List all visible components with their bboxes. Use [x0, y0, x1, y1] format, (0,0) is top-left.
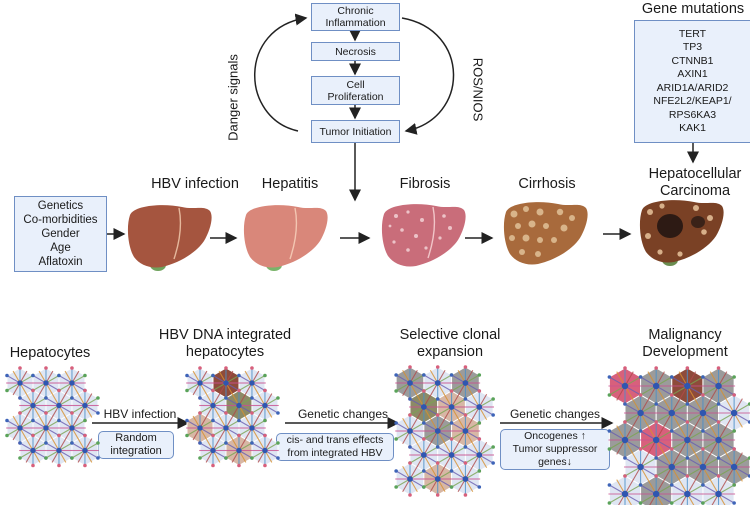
risk-factor-item: Genetics — [37, 200, 84, 212]
stage-label-fibrosis: Fibrosis — [399, 176, 451, 192]
stage-label-hcc: Hepatocellular Carcinoma — [648, 166, 742, 199]
oncogenes-label: Oncogenes ↑ Tumor suppressor genes↓ — [512, 430, 598, 468]
risk-factors-box: Genetics Co-morbidities Gender Age Aflat… — [14, 196, 107, 272]
gene-item: KAK1 — [679, 122, 706, 134]
risk-factor-item: Gender — [41, 228, 80, 240]
random-integration-label: Random integration — [110, 432, 162, 457]
risk-factor-item: Co-morbidities — [23, 214, 98, 226]
gene-item: AXIN1 — [677, 68, 708, 80]
hepatocyte-lobule — [250, 388, 280, 423]
tumor-mass — [657, 214, 683, 238]
gene-mutations-box: TERT TP3 CTNNB1 AXIN1 ARID1A/ARID2 NFE2L… — [634, 20, 750, 143]
liver-hbv — [127, 205, 212, 271]
arrow3-label: Genetic changes — [509, 407, 601, 421]
oncogenes-box: Oncogenes ↑ Tumor suppressor genes↓ — [500, 429, 610, 470]
hepatocyte-lobule — [685, 447, 721, 487]
chronic-inflammation-label: Chronic Inflammation — [325, 5, 386, 29]
hepatocyte-lobule — [685, 393, 721, 433]
liver-hepatitis — [243, 205, 328, 271]
tumor-initiation-label: Tumor Initiation — [319, 125, 392, 138]
hepatocyte-lobule — [394, 365, 426, 401]
cis-trans-box: cis- and trans effects from integrated H… — [276, 433, 394, 461]
tumor-initiation-box: Tumor Initiation — [311, 120, 400, 143]
danger-signals-curve — [254, 13, 308, 132]
cis-trans-label: cis- and trans effects from integrated H… — [286, 434, 384, 459]
hepatocyte-lobule — [18, 433, 48, 468]
arrow1-label: HBV infection — [103, 407, 177, 421]
chronic-inflammation-box: Chronic Inflammation — [311, 3, 400, 31]
hepatocyte-lobule — [70, 433, 100, 468]
necrosis-label: Necrosis — [335, 45, 376, 58]
risk-factor-item: Age — [50, 242, 71, 254]
hepatocyte-lobule — [31, 411, 61, 445]
hepatocyte-lobule — [463, 437, 495, 473]
hepatocyte-lobule — [638, 474, 674, 505]
hepatocyte-lobule — [701, 474, 736, 505]
hbv-dna-integrated-label: HBV DNA integrated hepatocytes — [158, 327, 292, 360]
hepatocyte-lobule — [237, 411, 267, 445]
hepatocyte-lobule — [408, 389, 440, 425]
hepatocyte-lobule — [449, 413, 482, 449]
hepatocyte-lobule — [44, 433, 74, 468]
hepatocyte-lobule — [250, 433, 280, 468]
gene-item: TP3 — [682, 41, 703, 53]
liver-hcc — [639, 200, 724, 266]
arrow2-label: Genetic changes — [297, 407, 389, 421]
risk-factor-item: Aflatoxin — [38, 256, 83, 268]
cell-proliferation-box: Cell Proliferation — [311, 76, 400, 105]
hepatocyte-lobule — [716, 447, 750, 487]
liver-fibrosis — [381, 204, 466, 267]
gene-item: RPS6KA3 — [668, 108, 717, 121]
stage-label-hepatitis: Hepatitis — [261, 176, 319, 192]
gene-mutations-title: Gene mutations — [641, 1, 745, 17]
hepatocyte-lobule — [607, 474, 643, 505]
hepatocytes-label: Hepatocytes — [9, 345, 91, 361]
hepatocyte-lobule — [70, 388, 100, 423]
hepatocyte-lobule — [607, 366, 643, 406]
hepatocyte-lobule — [449, 461, 482, 497]
hepatocyte-lobule — [623, 393, 658, 433]
ros-curve — [401, 17, 455, 135]
necrosis-box: Necrosis — [311, 42, 400, 61]
gene-item: TERT — [678, 27, 707, 40]
selective-clonal-label: Selective clonal expansion — [399, 327, 501, 360]
stage-label-hbv: HBV infection — [151, 176, 239, 192]
stage-label-cirrhosis: Cirrhosis — [518, 176, 576, 192]
hepatocyte-lobule — [607, 420, 643, 460]
gene-item: ARID1A/ARID2 — [656, 81, 729, 94]
gene-item: CTNNB1 — [671, 54, 714, 67]
random-integration-box: Random integration — [98, 431, 174, 459]
hepatocyte-lobule — [237, 366, 267, 400]
gene-item: NFE2L2/KEAP1/ — [653, 95, 732, 107]
malignancy-label: Malignancy Development — [642, 327, 728, 360]
cell-proliferation-label: Cell Proliferation — [327, 78, 384, 103]
liver-cirrhosis — [503, 202, 588, 265]
hepatocyte-lobule — [57, 411, 87, 445]
